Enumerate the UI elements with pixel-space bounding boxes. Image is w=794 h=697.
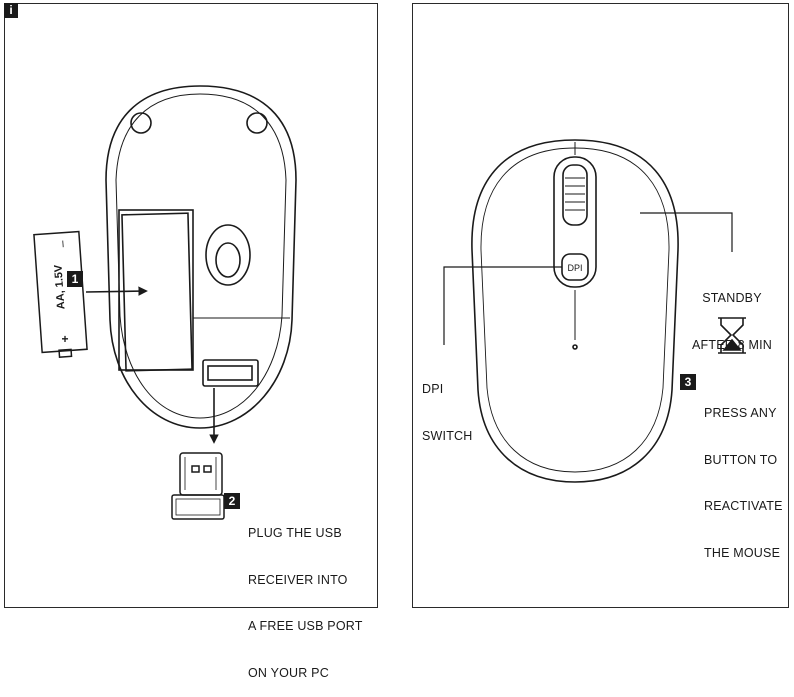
mouse-bottom-outline — [105, 85, 297, 429]
mouse-top-outline — [471, 139, 679, 483]
battery-label: AA, 1.5V — [52, 264, 67, 310]
hourglass-icon — [718, 317, 746, 354]
standby-line-1: STANDBY — [702, 291, 762, 305]
receiver-slot-inner — [207, 365, 253, 381]
step-3-line-1: PRESS ANY — [704, 406, 777, 420]
battery-compartment — [121, 212, 193, 372]
mouse-top-inner-edge — [480, 147, 670, 473]
step-3-text: PRESS ANY BUTTON TO REACTIVATE THE MOUSE — [704, 375, 783, 577]
mouse-foot-left — [130, 112, 152, 134]
receiver-slot — [202, 359, 259, 387]
info-icon: i — [4, 3, 18, 18]
dpi-leader-line — [443, 266, 562, 345]
step-3-line-2: BUTTON TO — [704, 452, 778, 467]
mouse-bottom-view — [105, 85, 297, 429]
battery-plus-sign: + — [61, 332, 68, 346]
step-2-line-1: PLUG THE USB — [248, 526, 342, 540]
arrow-battery-to-compartment — [85, 286, 148, 296]
standby-line-2: AFTER 8 MIN — [692, 337, 772, 352]
dpi-switch-line-1: DPI — [422, 382, 444, 396]
battery-compartment-outer — [118, 209, 194, 371]
standby-label: STANDBY AFTER 8 MIN — [692, 260, 772, 369]
standby-leader-line — [640, 212, 733, 252]
sensor-outer — [205, 224, 251, 286]
mouse-top-view — [471, 139, 679, 483]
dpi-switch-line-2: SWITCH — [422, 428, 473, 443]
usb-plug-hole-2 — [203, 465, 212, 473]
dpi-button-label: DPI — [567, 263, 582, 273]
step-2-line-4: ON YOUR PC — [248, 665, 329, 680]
step-3-badge: 3 — [680, 374, 696, 390]
step-2-text: PLUG THE USB RECEIVER INTO A FREE USB PO… — [248, 495, 363, 697]
mouse-led — [572, 344, 578, 350]
mouse-bottom-inner-edge — [115, 93, 287, 419]
battery-terminal — [58, 348, 73, 358]
scroll-wheel-housing — [553, 156, 597, 288]
dpi-switch-label: DPI SWITCH — [422, 351, 473, 460]
step-2-badge: 2 — [224, 493, 240, 509]
usb-plug-hole-1 — [191, 465, 200, 473]
battery-minus-sign: – — [55, 240, 69, 248]
battery-body — [33, 230, 88, 354]
step-2-line-3: A FREE USB PORT — [248, 619, 363, 633]
illustration-canvas: – AA, 1.5V + DPI — [33, 85, 746, 520]
usb-receiver — [171, 452, 225, 520]
scroll-wheel — [562, 164, 588, 226]
sensor-inner — [215, 242, 241, 278]
step-2-line-2: RECEIVER INTO — [248, 572, 348, 587]
step-1-badge: 1 — [67, 271, 83, 287]
battery — [33, 230, 88, 358]
step-3-line-4: THE MOUSE — [704, 545, 781, 560]
mouse-foot-right — [246, 112, 268, 134]
step-3-line-3: REACTIVATE — [704, 499, 783, 513]
